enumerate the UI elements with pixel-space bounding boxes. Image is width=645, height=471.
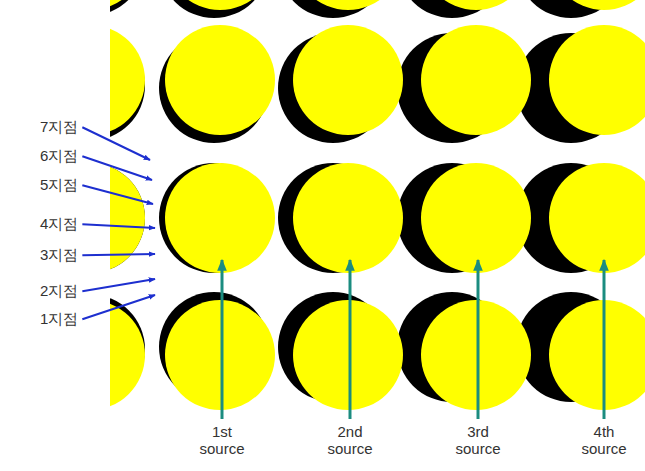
yellow-disc [293, 0, 403, 10]
yellow-disc [165, 163, 275, 273]
yellow-disc [421, 25, 531, 135]
leader-arrow [82, 156, 152, 180]
yellow-disc [421, 300, 531, 410]
yellow-disc [110, 25, 145, 135]
yellow-disc [110, 0, 145, 10]
source-label: 3rd source [450, 424, 506, 457]
point-label: 2지점 [40, 283, 78, 300]
leader-arrow [82, 279, 155, 291]
point-label: 3지점 [40, 247, 78, 264]
source-label: 1st source [194, 424, 250, 457]
yellow-disc [293, 163, 403, 273]
yellow-disc [549, 0, 645, 10]
yellow-disc [549, 25, 645, 135]
yellow-disc [293, 300, 403, 410]
point-label: 7지점 [40, 119, 78, 136]
yellow-disc [110, 163, 145, 273]
yellow-disc [165, 300, 275, 410]
yellow-disc [165, 0, 275, 10]
leader-arrow [82, 254, 155, 255]
source-arrow [477, 260, 480, 419]
source-arrow [349, 260, 352, 419]
yellow-disc [165, 25, 275, 135]
disc-shadow [110, 163, 145, 273]
source-label: 2nd source [322, 424, 378, 457]
point-label: 5지점 [40, 177, 78, 194]
yellow-disc [549, 163, 645, 273]
source-label: 4th source [576, 424, 632, 457]
yellow-disc [293, 25, 403, 135]
source-arrows [222, 260, 604, 419]
leader-lines [82, 127, 155, 319]
leader-arrow [82, 185, 153, 204]
yellow-disc [421, 163, 531, 273]
point-label: 1지점 [40, 311, 78, 328]
yellow-disc [110, 300, 145, 410]
point-label: 4지점 [40, 216, 78, 233]
leader-arrow [82, 127, 150, 160]
point-label: 6지점 [40, 148, 78, 165]
yellow-disc [421, 0, 531, 10]
disc-grid [110, 0, 645, 410]
yellow-disc [549, 300, 645, 410]
leader-arrow [82, 224, 155, 228]
source-arrow [221, 260, 224, 419]
source-arrow [603, 260, 606, 419]
leader-arrow [82, 295, 155, 319]
